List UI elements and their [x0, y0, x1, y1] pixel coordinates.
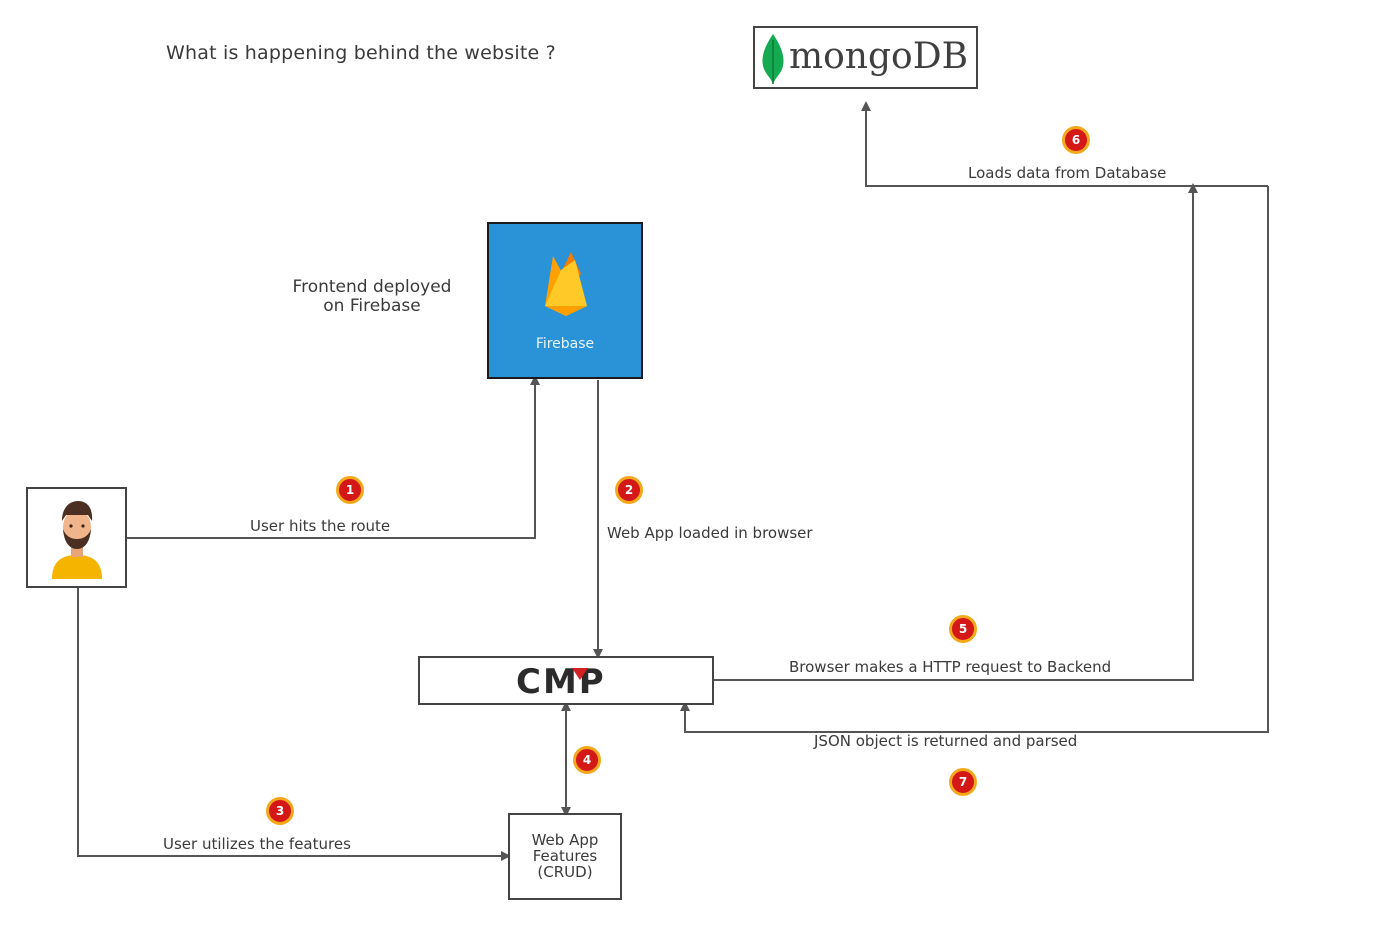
mongodb-leaf-icon [762, 34, 784, 84]
mongodb-node: mongoDB [753, 26, 978, 89]
firebase-caption: Frontend deployed on Firebase [262, 278, 482, 316]
crud-label: Web App Features (CRUD) [510, 832, 620, 880]
firebase-flame-icon [545, 252, 587, 316]
cmp-node: CMP [418, 656, 714, 705]
crud-label-line3: (CRUD) [537, 863, 593, 881]
step-badge-2: 2 [615, 476, 643, 504]
firebase-caption-line1: Frontend deployed [292, 277, 452, 297]
arrow-user-to-firebase [127, 375, 540, 539]
step-badge-7: 7 [949, 768, 977, 796]
step-label-3: User utilizes the features [163, 835, 351, 853]
crud-features-node: Web App Features (CRUD) [508, 813, 622, 900]
step-badge-6: 6 [1062, 126, 1090, 154]
step-badge-1: 1 [336, 476, 364, 504]
page-title: What is happening behind the website ? [166, 42, 556, 64]
user-node [26, 487, 127, 588]
arrow-backend-to-mongodb [861, 101, 1268, 187]
step-badge-3: 3 [266, 797, 294, 825]
step-badge-5: 5 [949, 615, 977, 643]
arrow-user-to-crud [77, 588, 511, 861]
cmp-logo-accent-icon [572, 668, 588, 680]
arrow-json-to-cmp [680, 186, 1269, 733]
firebase-node: Firebase [487, 222, 643, 379]
step-label-7: JSON object is returned and parsed [814, 732, 1078, 750]
crud-label-line1: Web App [531, 831, 599, 849]
firebase-caption-line2: on Firebase [323, 296, 421, 316]
firebase-label: Firebase [535, 336, 595, 352]
step-label-6: Loads data from Database [968, 164, 1167, 182]
cmp-logo-label: CMP [516, 662, 606, 702]
step-badge-4: 4 [573, 746, 601, 774]
user-avatar-icon [52, 501, 102, 579]
arrow-cmp-to-backend [713, 183, 1198, 681]
crud-label-line2: Features [532, 847, 598, 865]
step-label-2: Web App loaded in browser [607, 524, 813, 542]
step-label-1: User hits the route [250, 517, 391, 535]
step-label-5: Browser makes a HTTP request to Backend [789, 658, 1112, 676]
mongodb-label: mongoDB [789, 36, 969, 77]
